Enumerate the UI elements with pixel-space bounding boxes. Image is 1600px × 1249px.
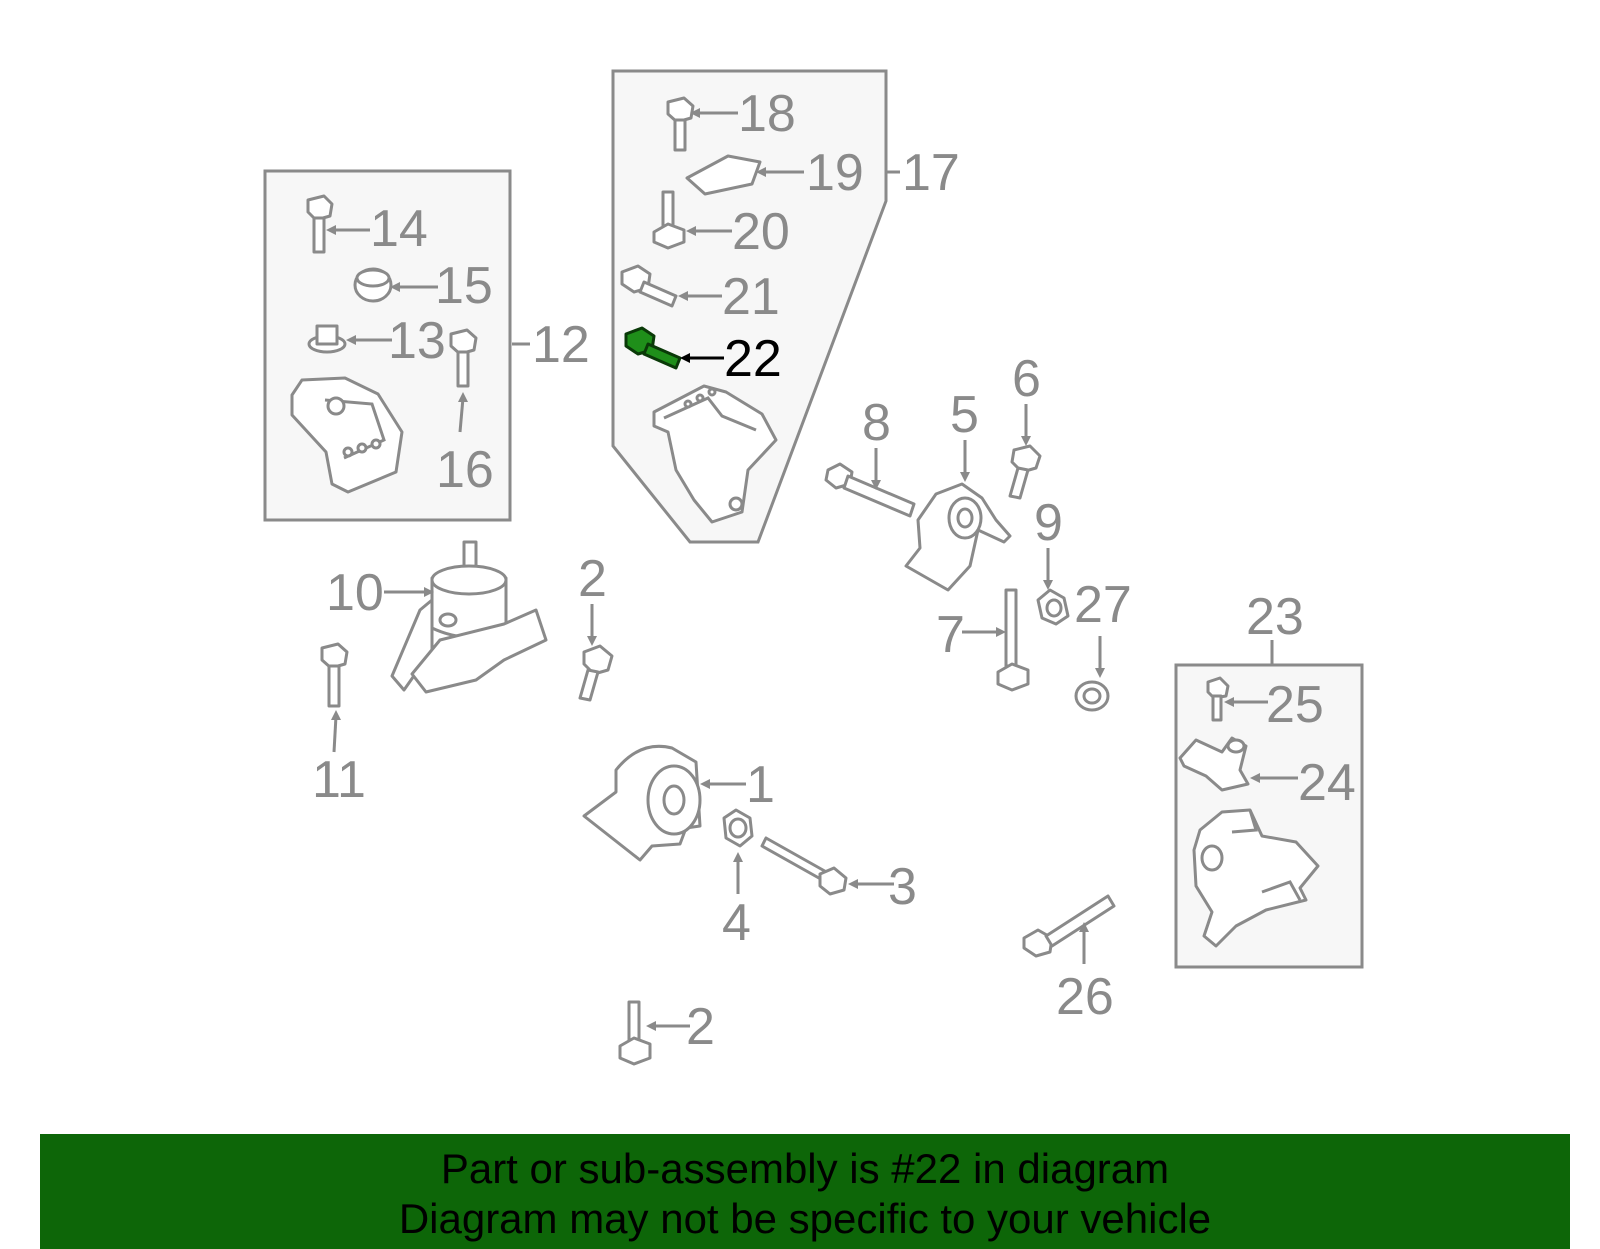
- callout-15: 15: [435, 257, 493, 315]
- callout-9: 9: [1034, 494, 1063, 552]
- part-3-bolt[interactable]: [760, 836, 848, 896]
- callout-22: 22: [724, 330, 782, 388]
- callout-16: 16: [436, 441, 494, 499]
- callout-4: 4: [722, 894, 751, 952]
- part-27-washer[interactable]: [1074, 680, 1110, 712]
- callout-17: 17: [902, 144, 960, 202]
- part-2-bolt-upper[interactable]: [578, 644, 614, 702]
- callout-1: 1: [746, 756, 775, 814]
- callout-18: 18: [738, 85, 796, 143]
- callout-19: 19: [806, 144, 864, 202]
- part-23-mount[interactable]: [1192, 808, 1320, 948]
- part-18-bolt[interactable]: [666, 96, 695, 152]
- callout-5: 5: [950, 386, 979, 444]
- callout-13: 13: [388, 312, 446, 370]
- part-25-bolt[interactable]: [1206, 676, 1230, 722]
- part-12-bracket[interactable]: [290, 376, 404, 494]
- footer-line-1: Part or sub-assembly is #22 in diagram: [440, 1145, 1170, 1192]
- callout-8: 8: [862, 394, 891, 452]
- callout-3: 3: [888, 858, 917, 916]
- part-13-nut[interactable]: [307, 324, 347, 354]
- part-2-bolt-lower[interactable]: [618, 1000, 652, 1066]
- part-17-bracket[interactable]: [652, 384, 778, 524]
- part-14-bolt[interactable]: [306, 194, 334, 254]
- callout-27: 27: [1074, 576, 1132, 634]
- part-7-stud[interactable]: [996, 588, 1030, 692]
- part-16-bolt[interactable]: [449, 328, 478, 388]
- callout-14: 14: [370, 200, 428, 258]
- callout-7: 7: [936, 606, 965, 664]
- part-22-bolt[interactable]: [624, 326, 682, 370]
- part-4-nut[interactable]: [722, 808, 754, 848]
- part-6-bolt[interactable]: [1008, 444, 1042, 500]
- callout-2-upper: 2: [578, 550, 607, 608]
- part-24-bracket[interactable]: [1178, 736, 1250, 792]
- part-15-bushing[interactable]: [353, 267, 393, 303]
- callout-11: 11: [312, 751, 366, 809]
- part-19-plate[interactable]: [685, 154, 762, 196]
- part-20-stud[interactable]: [652, 190, 686, 250]
- part-5-mount[interactable]: [904, 482, 1012, 592]
- callout-21: 21: [722, 268, 780, 326]
- part-8-bolt[interactable]: [824, 462, 916, 518]
- callout-26: 26: [1056, 968, 1114, 1026]
- part-21-bolt[interactable]: [620, 264, 678, 308]
- callout-23: 23: [1246, 588, 1304, 646]
- part-9-nut[interactable]: [1036, 588, 1070, 626]
- callout-12: 12: [532, 316, 590, 374]
- part-26-bolt[interactable]: [1022, 894, 1116, 958]
- footer-banner: Part or sub-assembly is #22 in diagram D…: [40, 1134, 1570, 1249]
- callout-24: 24: [1298, 754, 1356, 812]
- part-1-mount[interactable]: [582, 744, 702, 862]
- part-10-mount[interactable]: [390, 540, 548, 694]
- group-box-23: [1174, 663, 1364, 969]
- callout-25: 25: [1266, 676, 1324, 734]
- callout-6: 6: [1012, 350, 1041, 408]
- footer-line-2: Diagram may not be specific to your vehi…: [398, 1195, 1212, 1242]
- callout-2-lower: 2: [686, 998, 715, 1056]
- callout-10: 10: [326, 564, 384, 622]
- part-11-bolt[interactable]: [320, 642, 349, 708]
- callout-20: 20: [732, 203, 790, 261]
